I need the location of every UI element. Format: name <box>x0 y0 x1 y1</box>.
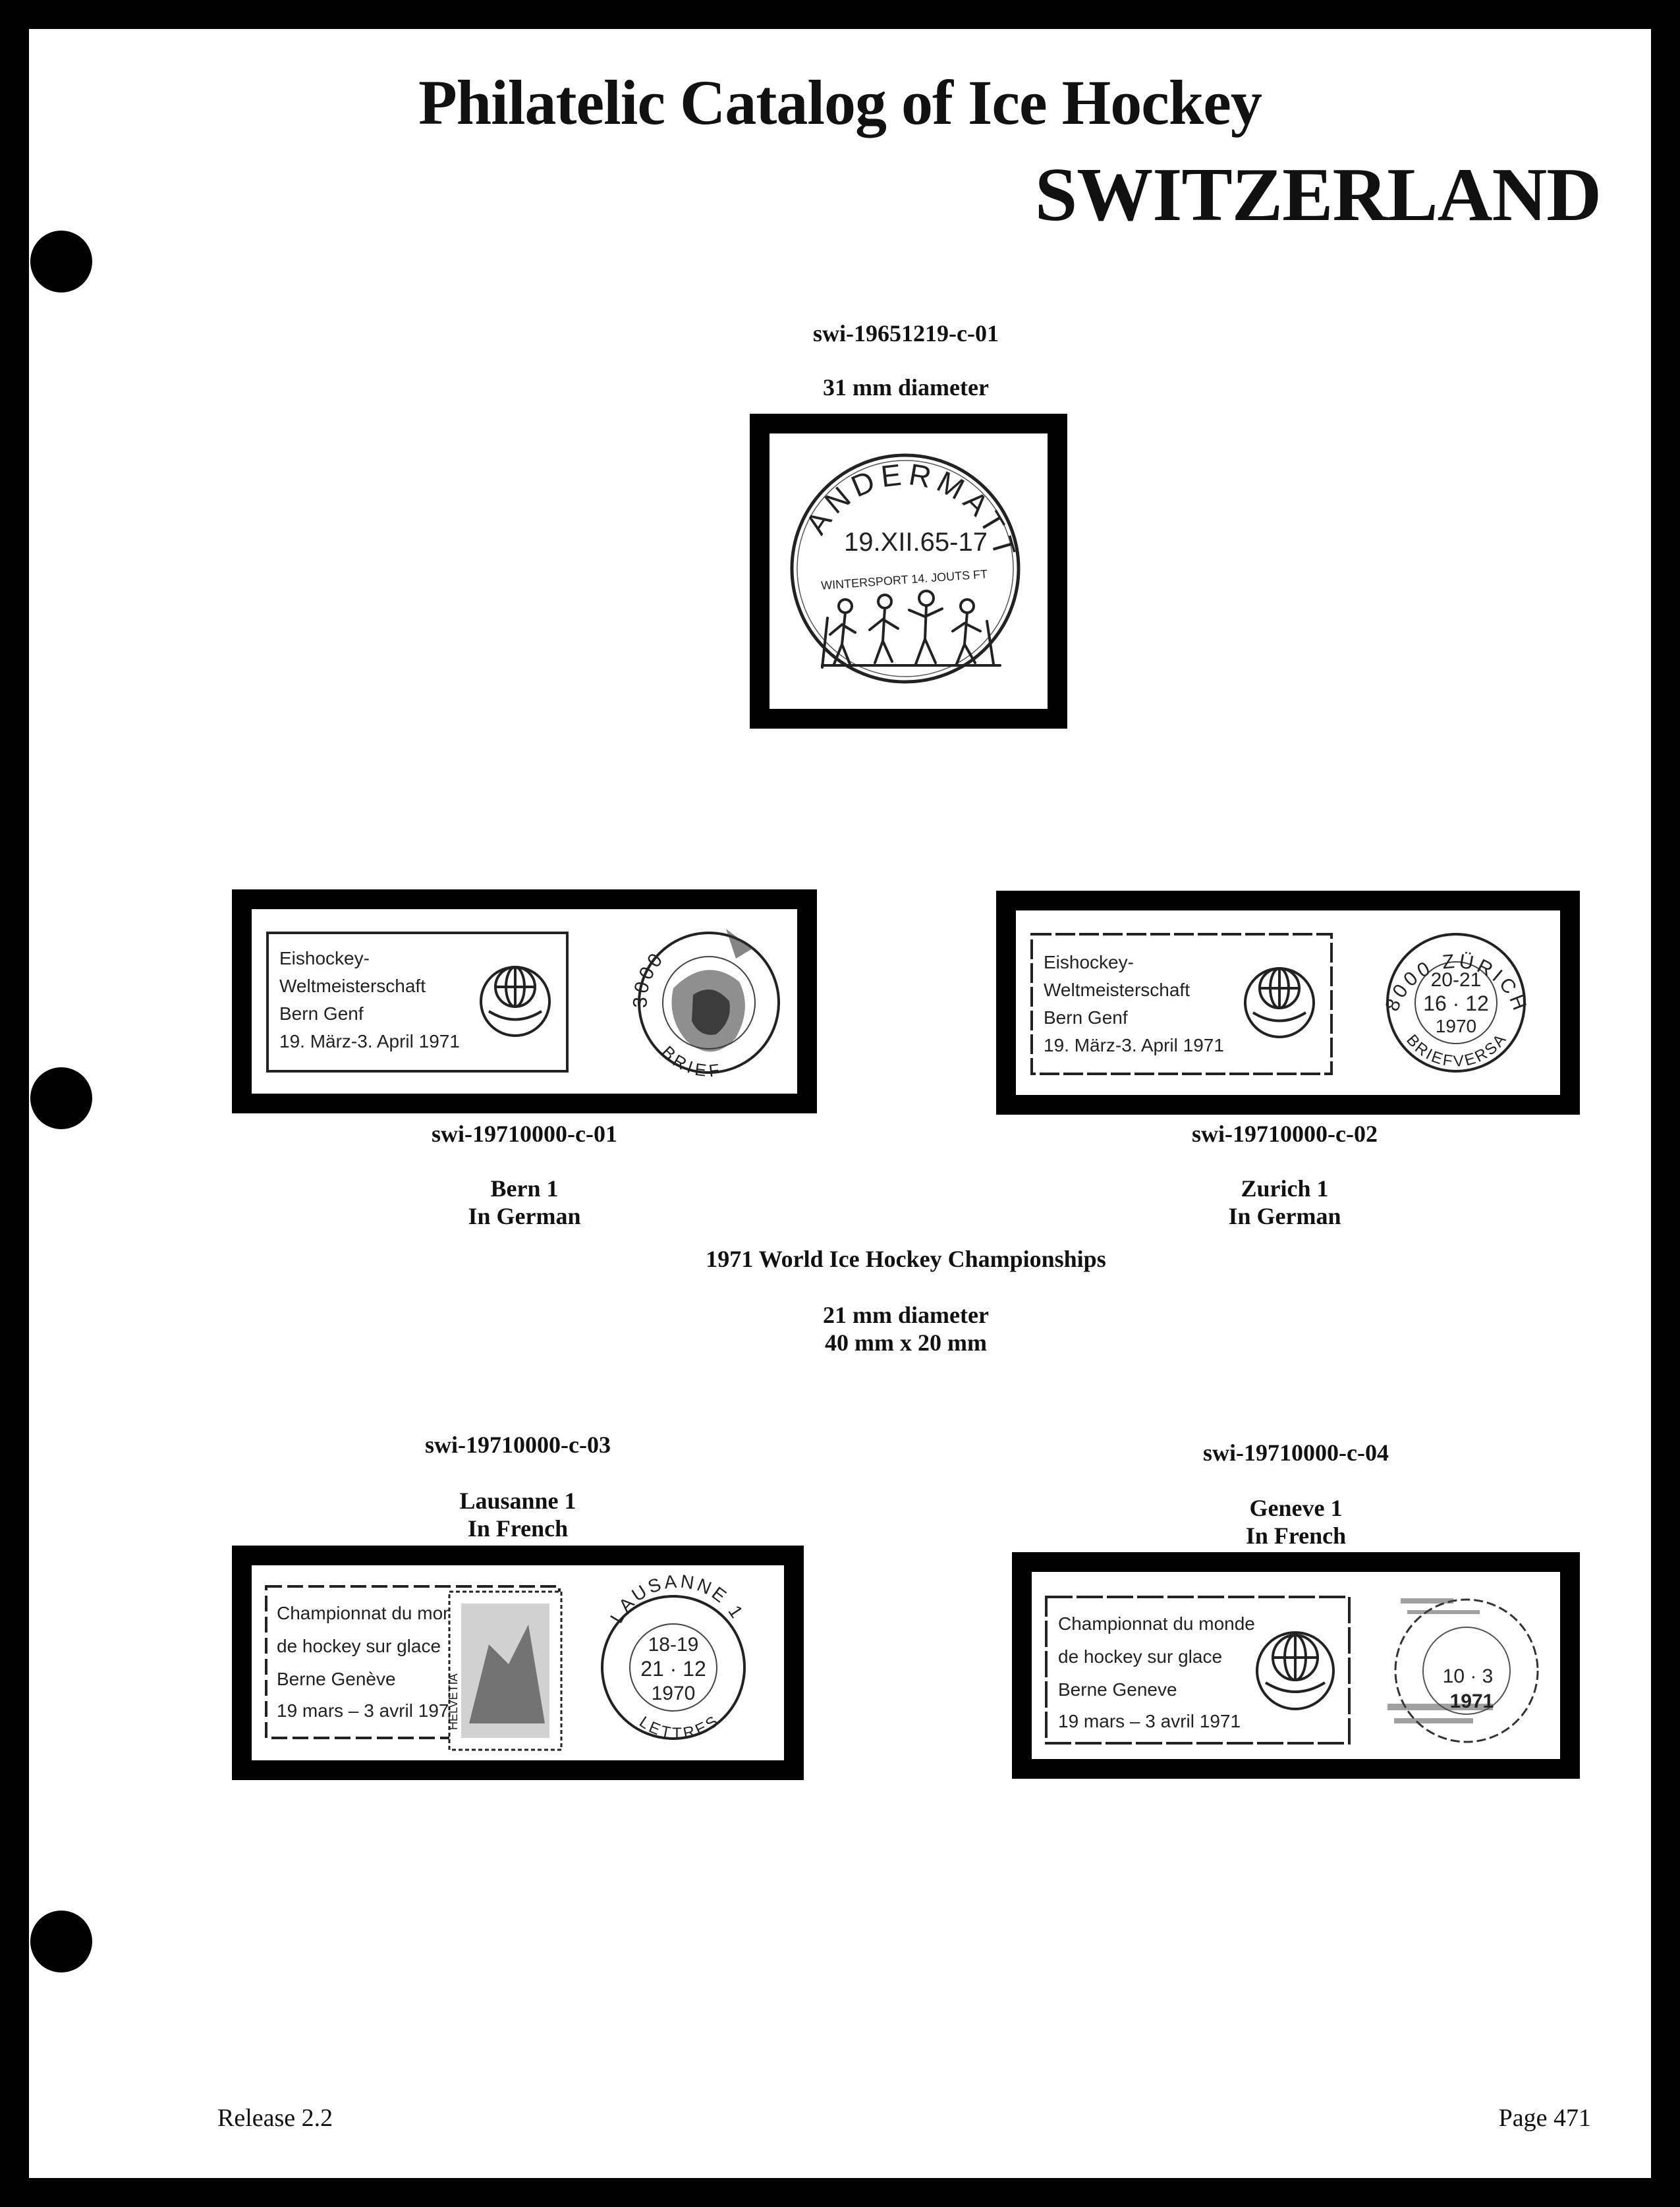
svg-text:LETTRES: LETTRES <box>636 1711 723 1742</box>
slogan-line-1: Championnat du monde <box>1058 1613 1255 1634</box>
zurich-cancel: Eishockey- Weltmeisterschaft Bern Genf 1… <box>1016 910 1560 1095</box>
faded-stamp-print <box>1387 1598 1493 1723</box>
country-title: SWITZERLAND <box>1034 153 1602 237</box>
cancel-slogan: WINTERSPORT 14. JOUTS FT <box>821 567 988 592</box>
item-city-3: Zurich 1 <box>1241 1175 1329 1202</box>
event-size-1: 21 mm diameter <box>823 1302 989 1328</box>
slogan-line-4: 19. März-3. April 1971 <box>279 1031 460 1051</box>
bern-cancel: Eishockey- Weltmeisterschaft Bern Genf 1… <box>252 909 797 1094</box>
cancel-time: 20-21 <box>1431 969 1482 991</box>
item-lang-2: In German <box>468 1203 581 1229</box>
cancel-year: 1971 <box>1450 1690 1494 1712</box>
stamp-bird-image <box>671 929 752 1052</box>
item-city-5: Geneve 1 <box>1249 1495 1343 1521</box>
page-number: Page 471 <box>1498 2104 1591 2132</box>
slogan-line-4: 19 mars – 3 avril 1971 <box>1058 1711 1241 1731</box>
skier-figures-icon <box>821 590 1001 669</box>
item-id-5: swi-19710000-c-04 <box>1203 1439 1389 1466</box>
item-id-2: swi-19710000-c-01 <box>432 1121 617 1147</box>
cancel-year: 1970 <box>652 1683 696 1704</box>
globe-logo-icon <box>1256 1631 1335 1710</box>
ring-bottom-text: LETTRES <box>636 1711 721 1742</box>
globe-logo-icon <box>480 966 551 1037</box>
slogan-line-3: Berne Geneve <box>1058 1679 1177 1700</box>
slogan-line-3: Bern Genf <box>1044 1007 1128 1028</box>
slogan-line-2: de hockey sur glace <box>277 1636 441 1656</box>
cancel-date: 16 · 12 <box>1423 992 1489 1015</box>
postmark-frame-2: Eishockey- Weltmeisterschaft Bern Genf 1… <box>232 889 817 1113</box>
stamp-image: HELVETIA <box>447 1590 563 1751</box>
item-city-4: Lausanne 1 <box>459 1488 576 1514</box>
globe-logo-icon <box>1244 967 1315 1038</box>
postmark-frame-5: Championnat du monde de hockey sur glace… <box>1012 1552 1580 1779</box>
item-lang-3: In German <box>1228 1203 1341 1229</box>
svg-text:HELVETIA: HELVETIA <box>447 1673 460 1730</box>
cancel-time: 18-19 <box>648 1634 699 1656</box>
slogan-line-3: Berne Genève <box>277 1669 396 1689</box>
item-lang-5: In French <box>1245 1523 1347 1549</box>
lausanne-cancel: Championnat du monde de hockey sur glace… <box>252 1565 784 1760</box>
item-size-1: 31 mm diameter <box>823 374 989 401</box>
geneve-cancel: Championnat du monde de hockey sur glace… <box>1032 1572 1560 1759</box>
slogan-line-1: Championnat du monde <box>277 1603 474 1623</box>
andermatt-cancel: ANDERMATT 19.XII.65-17 WINTERSPORT 14. J… <box>770 433 1048 709</box>
cancel-year: 1970 <box>1436 1016 1476 1036</box>
postmark-frame-4: Championnat du monde de hockey sur glace… <box>232 1546 804 1780</box>
item-lang-4: In French <box>467 1515 569 1542</box>
slogan-line-2: de hockey sur glace <box>1058 1646 1222 1667</box>
release-label: Release 2.2 <box>217 2104 333 2132</box>
svg-text:LAUSANNE 1: LAUSANNE 1 <box>606 1571 748 1627</box>
cancel-date: 19.XII.65-17 <box>844 528 988 557</box>
catalog-title: Philatelic Catalog of Ice Hockey <box>418 67 1262 138</box>
binder-hole-top <box>30 231 92 293</box>
cancel-date: 10 · 3 <box>1443 1665 1494 1687</box>
postmark-frame-3: Eishockey- Weltmeisterschaft Bern Genf 1… <box>996 891 1580 1115</box>
slogan-line-2: Weltmeisterschaft <box>1044 980 1190 1000</box>
binder-hole-middle <box>30 1067 92 1129</box>
slogan-line-1: Eishockey- <box>279 948 370 968</box>
slogan-line-2: Weltmeisterschaft <box>279 976 426 996</box>
item-id-3: swi-19710000-c-02 <box>1192 1121 1378 1147</box>
postmark-frame-1: ANDERMATT 19.XII.65-17 WINTERSPORT 14. J… <box>750 414 1067 729</box>
event-name: 1971 World Ice Hockey Championships <box>706 1246 1106 1272</box>
cancel-date: 21 · 12 <box>640 1657 706 1681</box>
slogan-line-3: Bern Genf <box>279 1003 364 1024</box>
item-id-1: swi-19651219-c-01 <box>813 320 999 347</box>
binder-hole-bottom <box>30 1911 92 1972</box>
item-city-2: Bern 1 <box>490 1175 559 1202</box>
slogan-line-4: 19 mars – 3 avril 1971 <box>277 1700 459 1721</box>
ring-top-text: LAUSANNE 1 <box>606 1571 746 1627</box>
slogan-line-1: Eishockey- <box>1044 952 1134 972</box>
event-size-2: 40 mm x 20 mm <box>825 1329 987 1356</box>
item-id-4: swi-19710000-c-03 <box>425 1432 611 1458</box>
slogan-line-4: 19. März-3. April 1971 <box>1044 1035 1224 1055</box>
